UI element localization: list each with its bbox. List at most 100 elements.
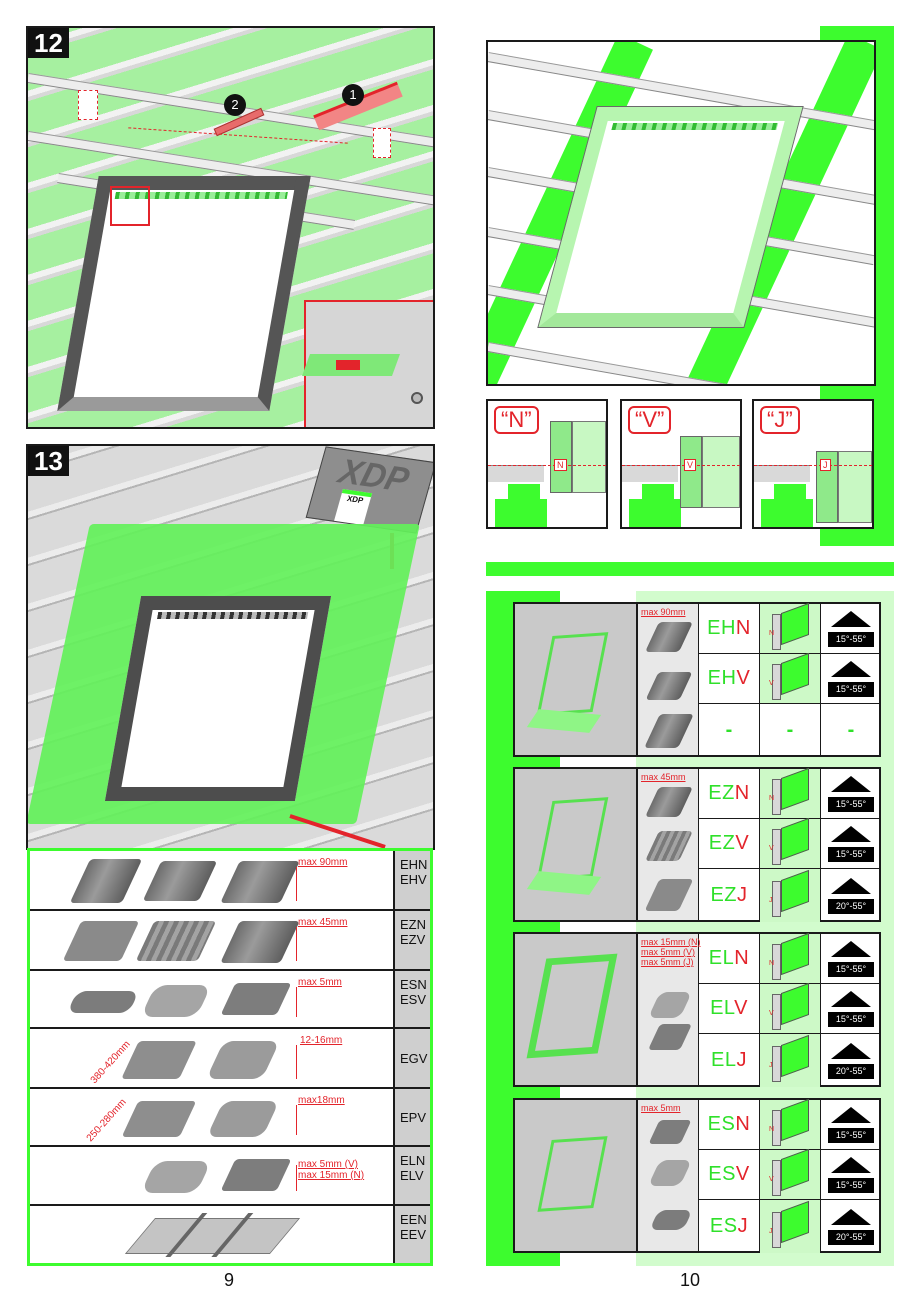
code: EPV bbox=[400, 1109, 427, 1125]
angle-cell: 15°-55° bbox=[821, 1100, 881, 1150]
high-profile-tile-icon bbox=[220, 861, 300, 903]
page-number-left: 9 bbox=[224, 1270, 235, 1290]
roof-pitch-icon: 15°-55° bbox=[828, 1106, 874, 1143]
reference-line bbox=[488, 465, 606, 466]
angle-cell: - bbox=[821, 704, 881, 757]
code-cell: EZN bbox=[699, 769, 760, 819]
flat-shingles-icon bbox=[648, 1120, 692, 1144]
rafter-section bbox=[495, 499, 547, 527]
code-cell: EHN EHV bbox=[393, 851, 430, 909]
section-cell: V bbox=[760, 652, 821, 704]
frame-profile bbox=[680, 436, 702, 508]
low-profile-tile-icon bbox=[645, 787, 693, 817]
angle-cell: 15°-55° bbox=[821, 654, 881, 704]
code-cell: ESN bbox=[699, 1100, 760, 1150]
roman-tile-icon bbox=[644, 714, 694, 748]
roll-roofing-icon bbox=[649, 1210, 693, 1230]
code-cell: EEN EEV bbox=[393, 1206, 430, 1263]
dimension-label: 12-16mm bbox=[300, 1035, 343, 1046]
apron-icon bbox=[526, 709, 602, 733]
product-code: EZV bbox=[708, 832, 750, 854]
section-icon: V bbox=[769, 652, 810, 700]
batten-section bbox=[622, 465, 678, 482]
scalloped-shingles-icon bbox=[206, 1101, 280, 1137]
frame-profile bbox=[550, 421, 572, 493]
flashing-group-ez: max 45mm EZN N 15°-55° EZV V 15°-55° EZJ… bbox=[513, 767, 881, 922]
batten-section bbox=[754, 465, 810, 482]
sash-profile bbox=[572, 421, 606, 493]
low-profile-tile-icon bbox=[220, 921, 300, 963]
code: EHN bbox=[400, 857, 428, 872]
scalloped-shingles-icon bbox=[647, 992, 693, 1018]
section-icon: N bbox=[769, 1098, 810, 1146]
product-code: EZJ bbox=[710, 884, 748, 906]
flashing-kit-icon bbox=[536, 797, 609, 881]
scalloped-shingles-icon bbox=[647, 1160, 693, 1186]
high-profile-tile-icon bbox=[645, 622, 693, 652]
section-cell: V bbox=[760, 982, 821, 1034]
detail-j: “J” J bbox=[752, 399, 874, 529]
flashing-kit-icon bbox=[536, 632, 609, 716]
arrow-left-icon bbox=[336, 360, 360, 370]
angle-cell: 15°-55° bbox=[821, 769, 881, 819]
step-12-panel: 12 1 2 bbox=[26, 26, 435, 429]
batten-section bbox=[488, 465, 544, 482]
code: EZV bbox=[400, 932, 426, 947]
materials-row: max 90mm EHN EHV bbox=[30, 851, 430, 911]
code-cell: EHV bbox=[699, 654, 760, 704]
code-cell: ELN bbox=[699, 934, 760, 984]
code: ESN bbox=[400, 977, 427, 992]
material-column: max 5mm bbox=[638, 1100, 699, 1251]
seam bbox=[165, 1213, 208, 1257]
flat-interlocking-tile-icon bbox=[644, 879, 694, 911]
code-cell: ESV bbox=[699, 1150, 760, 1200]
code-cell: EPV bbox=[393, 1089, 430, 1145]
flashing-group-es: max 5mm ESN N 15°-55° ESV V 15°-55° ESJ … bbox=[513, 1098, 881, 1253]
product-code: ESJ bbox=[709, 1215, 749, 1237]
roman-tile-icon bbox=[69, 859, 143, 903]
product-code: ELN bbox=[708, 947, 750, 969]
product-code: EHN bbox=[707, 617, 751, 639]
counter-batten bbox=[508, 484, 540, 499]
callout-1: 1 bbox=[342, 84, 364, 106]
seam bbox=[211, 1213, 254, 1257]
detail-n: “N” N bbox=[486, 399, 608, 529]
flat-shingles-icon bbox=[220, 1159, 292, 1191]
code-cell: ELV bbox=[699, 984, 760, 1034]
reference-line bbox=[754, 465, 872, 466]
dimension-line bbox=[296, 867, 297, 901]
section-cell: N bbox=[760, 1098, 821, 1150]
flat-shingles-icon bbox=[647, 1024, 693, 1050]
scalloped-shingles-icon bbox=[206, 1041, 280, 1079]
empty-dash: - bbox=[847, 719, 855, 741]
section-icon: V bbox=[769, 817, 810, 865]
angle-cell: 15°-55° bbox=[821, 604, 881, 654]
xdp-sticker: XDP bbox=[334, 489, 373, 525]
roof-pitch-icon: 20°-55° bbox=[828, 1208, 874, 1245]
section-cell: N bbox=[760, 767, 821, 819]
dimension-label-2: max 15mm (N) bbox=[298, 1170, 365, 1181]
corrugated-sheet-icon bbox=[135, 921, 217, 961]
section-icon: N bbox=[769, 932, 810, 980]
section-icon: J bbox=[769, 1200, 810, 1248]
dimension-label: max 15mm (N) max 5mm (V) max 5mm (J) bbox=[641, 937, 701, 967]
section-icon: N bbox=[769, 767, 810, 815]
product-code: EZN bbox=[708, 782, 750, 804]
code: ELN bbox=[400, 1153, 426, 1168]
plain-shingles-icon bbox=[121, 1101, 197, 1137]
roof-pitch-icon: 15°-55° bbox=[828, 775, 874, 812]
section-cell: V bbox=[760, 817, 821, 869]
flashing-kit-image bbox=[515, 934, 638, 1085]
dimension-label: max 5mm bbox=[298, 977, 342, 988]
dimension-label: max 45mm bbox=[641, 772, 686, 782]
section-icon: V bbox=[769, 1148, 810, 1196]
material-column: max 15mm (N) max 5mm (V) max 5mm (J) bbox=[638, 934, 701, 1085]
scalloped-shingles-icon bbox=[140, 1161, 212, 1193]
angle-cell: 20°-55° bbox=[821, 1034, 881, 1087]
code: ELV bbox=[400, 1168, 424, 1183]
counter-batten bbox=[642, 484, 674, 499]
roof-pitch-icon: 20°-55° bbox=[828, 877, 874, 914]
section-cell: - bbox=[760, 704, 821, 757]
code: EHV bbox=[400, 872, 427, 887]
flashing-kit-image bbox=[515, 769, 638, 920]
